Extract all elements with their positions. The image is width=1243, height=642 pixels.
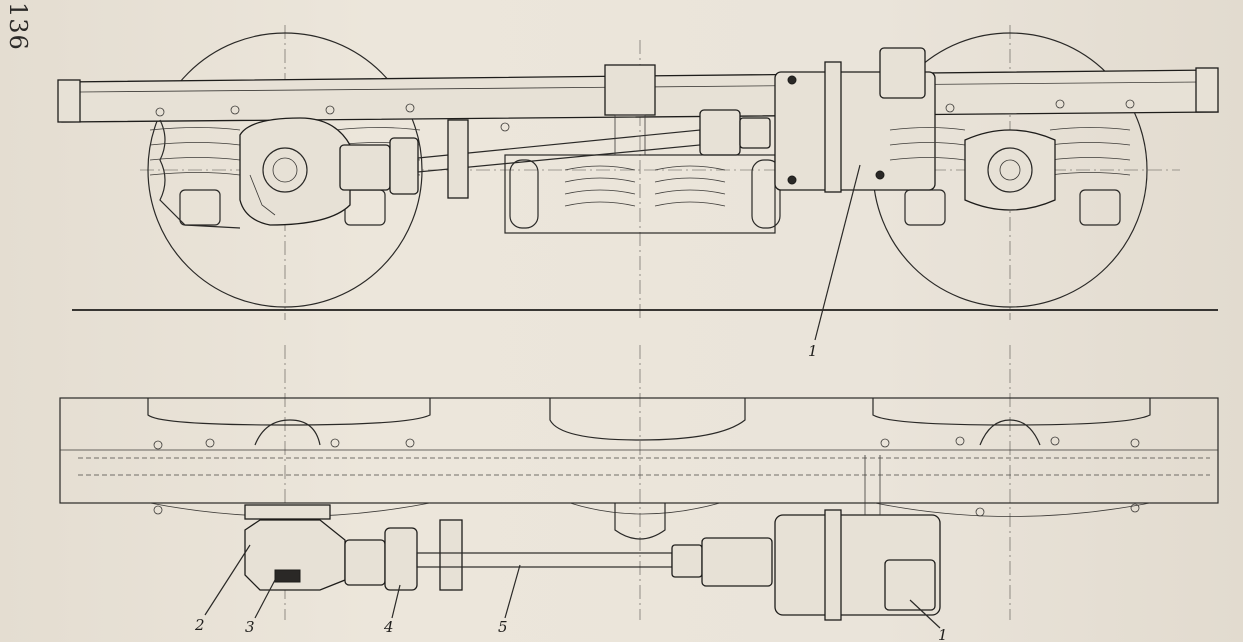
right-spring-seat <box>1079 189 1121 226</box>
motor-bolt <box>875 170 885 180</box>
left-wheel <box>147 32 423 308</box>
cardan-shaft-upper <box>339 109 771 199</box>
bolster-link-left <box>509 159 539 229</box>
plan-left-wheel-top <box>147 398 431 426</box>
center-pivot-block <box>604 64 656 116</box>
callout-lower-1: 1 <box>938 626 948 642</box>
plan-cardan-joint-left <box>344 539 386 586</box>
plan-spring-pad-left <box>254 419 321 446</box>
right-axle-hub-inner <box>999 159 1021 181</box>
plan-motor-terminal-box <box>884 559 936 611</box>
callout-4: 4 <box>383 618 394 636</box>
gearbox-mount-plate <box>244 504 331 520</box>
plan-shaft-bracket <box>439 519 463 591</box>
plan-motor-band <box>824 509 842 621</box>
frame-bolts-upper <box>155 99 1135 132</box>
left-spring-coils <box>149 127 241 176</box>
frame-end-left <box>57 79 81 123</box>
cardan-flange-left <box>389 137 419 195</box>
leader-5 <box>504 564 521 619</box>
left-axle-box-assembly <box>149 117 421 229</box>
motor-terminal-box <box>879 47 926 99</box>
right-axle-box-assembly <box>889 127 1131 226</box>
traction-motor-upper <box>774 47 936 193</box>
center-pivot-stem <box>614 114 646 156</box>
left-spring-seat <box>179 189 221 226</box>
plan-traction-motor <box>774 455 941 621</box>
central-spring-right <box>654 165 726 207</box>
plan-coupling <box>384 527 418 591</box>
leader-2 <box>204 544 251 616</box>
side-elevation-view: 1 <box>57 25 1219 360</box>
leader-upper-1 <box>814 164 861 341</box>
right-axle-box <box>964 129 1056 211</box>
plan-center-pivot <box>614 503 666 540</box>
plan-right-wheel-bottom <box>874 502 1151 517</box>
axle-hub-inner <box>272 157 298 183</box>
bolster-link-right <box>751 159 781 229</box>
central-spring-left <box>564 165 636 207</box>
plan-cardan-joint-right <box>701 537 773 587</box>
plan-spring-pad-right <box>979 419 1041 446</box>
leader-4 <box>391 584 401 619</box>
left-spring-seat-b <box>344 189 386 226</box>
axle-gearbox-housing <box>239 117 351 226</box>
callout-3: 3 <box>245 618 255 636</box>
motor-bolt <box>787 175 797 185</box>
cardan-joint-left <box>339 144 391 191</box>
plan-center-opening <box>549 398 746 441</box>
central-suspension <box>504 64 781 234</box>
plan-view: 2 3 4 5 1 <box>59 345 1219 642</box>
right-spring-coils-b <box>889 127 966 161</box>
plan-right-wheel-top <box>872 398 1151 426</box>
motor-bolt <box>787 75 797 85</box>
right-axle-hub <box>987 147 1033 193</box>
left-spring-coils-b <box>334 127 421 176</box>
callout-upper-1: 1 <box>808 342 818 360</box>
callout-5: 5 <box>498 618 508 636</box>
plan-frame-outline <box>59 397 1219 504</box>
frame-end-right <box>1195 67 1219 113</box>
plan-center-bottom <box>569 502 721 515</box>
axle-hub <box>262 147 308 193</box>
leader-3 <box>254 579 276 619</box>
shaft-bracket <box>447 119 469 199</box>
gearbox-lever <box>249 174 276 216</box>
cardan-joint-right <box>699 109 741 156</box>
leader-lower-1 <box>909 599 941 629</box>
gearbox-drain <box>274 569 301 583</box>
motor-band <box>824 61 842 193</box>
motor-body <box>774 71 936 191</box>
callout-2: 2 <box>194 616 205 634</box>
left-spring-outline <box>159 119 241 229</box>
plan-axle-gearbox <box>244 504 386 591</box>
right-spring-coils <box>1049 127 1131 176</box>
plan-shaft-joint <box>671 544 703 578</box>
right-spring-seat-b <box>904 189 946 226</box>
plan-frame-bolts <box>153 436 1140 517</box>
cardan-flange-right <box>739 117 771 149</box>
